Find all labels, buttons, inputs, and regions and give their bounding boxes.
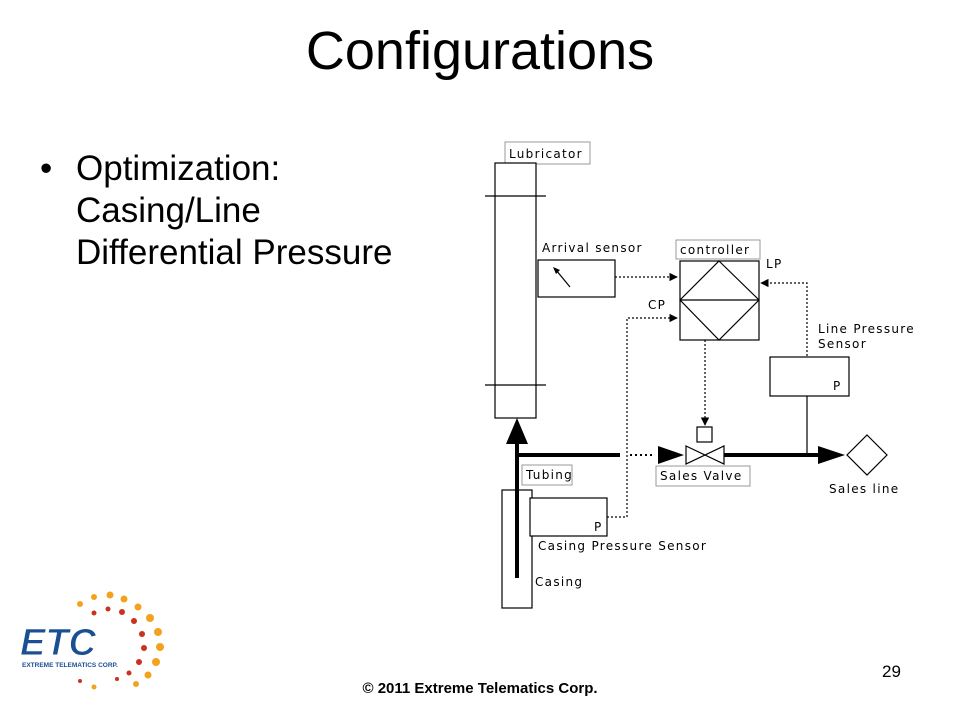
line-pressure-sensor-label-1: Line Pressure (818, 322, 915, 336)
sales-valve-icon (685, 445, 725, 465)
page-number: 29 (882, 662, 901, 681)
bullet-line: Optimization: (76, 149, 281, 188)
arrival-sensor-label: Arrival sensor (542, 241, 643, 255)
controller-label-box (675, 239, 761, 260)
sales-valve-label: Sales Valve (660, 469, 743, 483)
logo-radial-dots (77, 591, 164, 690)
sales-line-label: Sales line (829, 482, 899, 496)
line-pressure-p-label: P (833, 379, 842, 393)
tubing-up-arrow (506, 418, 528, 444)
tubing-label: Tubing (525, 468, 573, 482)
valve-actuator (696, 426, 713, 443)
casing-pressure-sensor-box (529, 497, 608, 537)
arrival-sensor-needle-tip (553, 267, 560, 274)
cp-label: CP (648, 298, 666, 312)
bullet-dot: • (40, 149, 53, 188)
casing-pressure-p-label: P (594, 520, 603, 534)
svg-text:ETC: ETC (20, 622, 97, 664)
casing-body (501, 489, 533, 609)
lp-signal-line (760, 278, 808, 356)
flow-arrow-to-valve (658, 446, 684, 464)
lubricator-label-box (504, 141, 591, 165)
lubricator-body (494, 162, 537, 419)
controller-label: controller (680, 243, 750, 257)
svg-text:EXTREME TELEMATICS CORP.: EXTREME TELEMATICS CORP. (22, 662, 118, 669)
arrival-sensor-box (537, 259, 616, 298)
slide-title: Configurations (305, 21, 655, 81)
etc-logo: ETC EXTREME TELEMATICS CORP. (20, 591, 164, 690)
casing-label: Casing (535, 575, 583, 589)
bullet-line: Casing/Line (76, 191, 261, 230)
controller-diamond (679, 260, 760, 341)
arrival-sensor-needle (555, 269, 571, 288)
casing-pressure-sensor-label: Casing Pressure Sensor (538, 539, 707, 553)
logo-wordmark: ETC EXTREME TELEMATICS CORP. (20, 622, 119, 670)
lp-label: LP (766, 257, 783, 271)
bullet-line: Differential Pressure (76, 233, 393, 272)
line-pressure-sensor-box (769, 356, 850, 397)
lubricator-label: Lubricator (509, 147, 583, 161)
copyright-text: © 2011 Extreme Telematics Corp. (362, 680, 598, 697)
bullet-text: Optimization: Casing/Line Differential P… (76, 148, 392, 274)
sales-valve-label-box (655, 465, 751, 487)
tubing-label-box (521, 464, 573, 486)
cp-signal-line (607, 313, 678, 518)
sales-line-arrow (818, 446, 845, 464)
sales-line-diamond (846, 434, 888, 476)
line-pressure-sensor-label-2: Sensor (818, 337, 867, 351)
